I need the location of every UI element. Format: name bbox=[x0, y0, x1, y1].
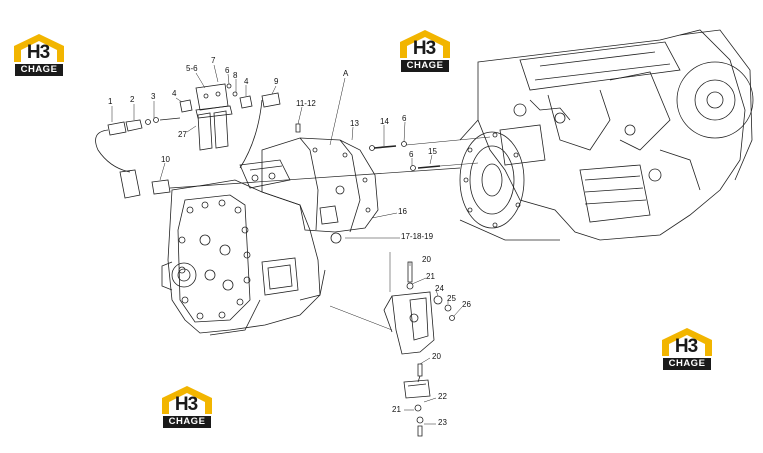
callout-6: 6 bbox=[225, 66, 230, 75]
logo-plate-text: CHAGE bbox=[15, 64, 63, 76]
logo-plate-text: CHAGE bbox=[663, 358, 711, 370]
callout-16: 16 bbox=[398, 207, 407, 216]
callout-13: 13 bbox=[350, 119, 359, 128]
callout-21: 21 bbox=[426, 272, 435, 281]
logo-plate-text: CHAGE bbox=[401, 60, 449, 72]
callout-1: 1 bbox=[108, 97, 113, 106]
callout-24: 24 bbox=[435, 284, 444, 293]
callout-2: 2 bbox=[130, 95, 135, 104]
callout-14: 14 bbox=[380, 117, 389, 126]
logo-roof-icon bbox=[14, 34, 64, 62]
mount-bracket bbox=[383, 261, 455, 437]
callout-6-bolt: 6 bbox=[402, 114, 407, 123]
logo-plate-text: CHAGE bbox=[163, 416, 211, 428]
brand-logo-top-left: H3 CHAGE bbox=[12, 32, 66, 78]
callout-10: 10 bbox=[161, 155, 170, 164]
logo-roof-icon bbox=[400, 30, 450, 58]
mounting-bolts bbox=[369, 136, 491, 171]
callout-21-lower: 21 bbox=[392, 405, 401, 414]
transmission bbox=[161, 137, 379, 336]
callout-A: A bbox=[343, 69, 349, 78]
callout-11-12: 11-12 bbox=[296, 99, 316, 108]
callout-7: 7 bbox=[211, 56, 216, 65]
hoses-and-fittings bbox=[95, 92, 461, 199]
callout-6-lower: 6 bbox=[409, 150, 414, 159]
callout-4: 4 bbox=[172, 89, 177, 98]
filter-bracket bbox=[179, 83, 253, 151]
callout-15: 15 bbox=[428, 147, 437, 156]
logo-badge-text: H3 bbox=[674, 336, 698, 357]
brand-logo-top-center: H3 CHAGE bbox=[398, 28, 452, 74]
logo-badge-text: H3 bbox=[412, 38, 436, 59]
leader-lines bbox=[111, 64, 463, 425]
callout-22: 22 bbox=[438, 392, 447, 401]
logo-roof-icon bbox=[162, 386, 212, 414]
callout-3: 3 bbox=[151, 92, 156, 101]
callout-23: 23 bbox=[438, 418, 447, 427]
callout-20-lower: 20 bbox=[432, 352, 441, 361]
brand-logo-right: H3 CHAGE bbox=[660, 326, 714, 372]
logo-badge-text: H3 bbox=[174, 394, 198, 415]
engine bbox=[459, 29, 754, 241]
callout-20: 20 bbox=[422, 255, 431, 264]
logo-roof-icon bbox=[662, 328, 712, 356]
callout-8: 8 bbox=[233, 71, 238, 80]
callout-17-18-19: 17-18-19 bbox=[401, 232, 434, 241]
callout-26: 26 bbox=[462, 300, 471, 309]
callout-25: 25 bbox=[447, 294, 456, 303]
callout-4-right: 4 bbox=[244, 77, 249, 86]
callout-27: 27 bbox=[178, 130, 187, 139]
callout-9: 9 bbox=[274, 77, 279, 86]
logo-badge-text: H3 bbox=[26, 42, 50, 63]
brand-logo-bottom-left: H3 CHAGE bbox=[160, 384, 214, 430]
callout-5-6: 5-6 bbox=[186, 64, 198, 73]
